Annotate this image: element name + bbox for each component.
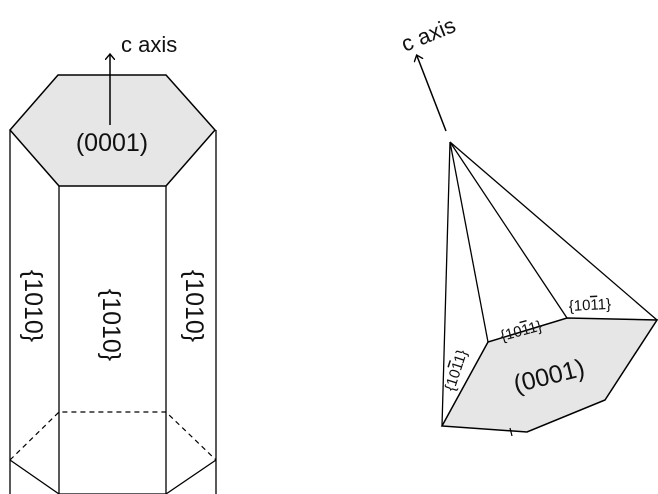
prism-basal-face [9, 74, 217, 187]
pyramid-basal-face [440, 317, 658, 433]
pyramid-edge-2 [449, 141, 489, 343]
hexagonal-pyramid: c axis (0001) {1011} {1011} {1011} [398, 12, 658, 437]
prism-face-label-center: {1010} [97, 289, 125, 361]
pyramid-face-label-1: {1011} [442, 348, 471, 393]
pyramid-base-tick [509, 427, 513, 437]
pyramid-c-axis-label: c axis [398, 12, 460, 56]
prism-bottom-front-edges [9, 459, 217, 494]
pyramid-c-axis-arrow [417, 56, 447, 132]
pyramid-edge-1 [441, 141, 451, 427]
prism-face-label-right: {1010} [180, 270, 208, 342]
pyramid-edge-3 [449, 141, 568, 319]
prism-face-label-left: {1010} [19, 270, 47, 342]
prism-c-axis-label: c axis [121, 32, 177, 57]
prism-basal-face-label: (0001) [76, 129, 148, 157]
pyramid-face-label-3: {1011} [568, 296, 611, 315]
prism-bottom-back-edges [9, 411, 217, 461]
pyramid-face-label-2: {1011} [499, 317, 544, 344]
pyramid-edge-4 [449, 141, 658, 321]
hexagonal-prism: c axis (0001) {1010} {1010} {1010} [9, 32, 217, 494]
